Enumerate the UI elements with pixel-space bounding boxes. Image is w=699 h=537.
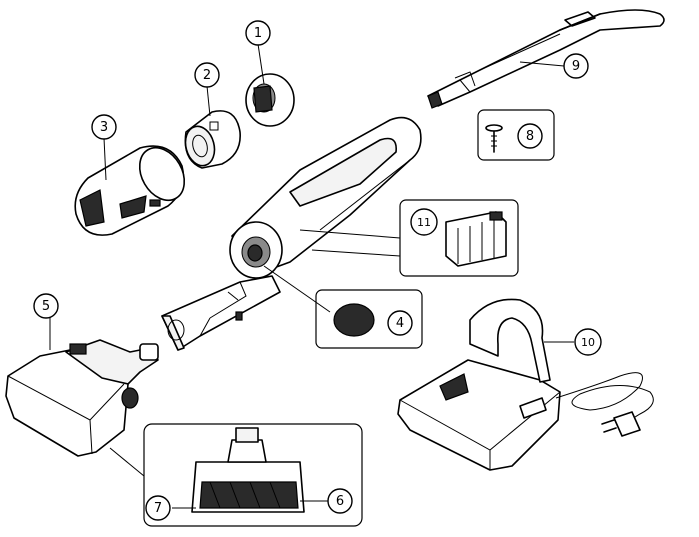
power-nozzle-part bbox=[5, 339, 159, 457]
filter-cap-part bbox=[245, 73, 295, 127]
callout-battery: 11 bbox=[410, 208, 438, 236]
callout-number: 3 bbox=[100, 120, 108, 135]
callout-circle bbox=[410, 208, 438, 236]
callout-sponge-filter: 4 bbox=[387, 310, 413, 336]
callout-number: 2 bbox=[203, 68, 211, 83]
callout-circle bbox=[574, 328, 602, 356]
callout-number: 7 bbox=[154, 501, 162, 516]
callout-number: 4 bbox=[396, 316, 404, 331]
callout-circle bbox=[33, 293, 59, 319]
main-body-part bbox=[229, 116, 422, 279]
callout-number: 6 bbox=[336, 494, 344, 509]
callout-charging-base: 10 bbox=[574, 328, 602, 356]
callout-circle bbox=[145, 495, 171, 521]
callout-number: 5 bbox=[42, 299, 50, 314]
callout-number: 9 bbox=[572, 59, 580, 74]
callout-number: 11 bbox=[417, 216, 431, 229]
callout-screw: 8 bbox=[517, 123, 543, 149]
callout-nozzle-base: 7 bbox=[145, 495, 171, 521]
charging-base-part bbox=[397, 298, 654, 471]
battery-tray-part bbox=[161, 275, 281, 351]
callout-dust-cup: 3 bbox=[91, 114, 117, 140]
callout-circle bbox=[387, 310, 413, 336]
callout-handle: 9 bbox=[563, 53, 589, 79]
callout-brush-roll: 6 bbox=[327, 488, 353, 514]
callout-circle bbox=[91, 114, 117, 140]
callout-filter-holder: 2 bbox=[194, 62, 220, 88]
sponge-detail bbox=[263, 265, 423, 349]
callout-group: 1 2 3 4 5 6 7 8 9 10 11 bbox=[33, 20, 602, 521]
callout-circle bbox=[563, 53, 589, 79]
callout-number: 1 bbox=[254, 26, 262, 41]
handle-part bbox=[427, 9, 665, 109]
callout-circle bbox=[194, 62, 220, 88]
callout-number: 10 bbox=[581, 336, 595, 349]
callout-circle bbox=[517, 123, 543, 149]
filter-holder-part bbox=[184, 110, 241, 169]
callout-circle bbox=[245, 20, 271, 46]
callout-circle bbox=[327, 488, 353, 514]
callout-number: 8 bbox=[526, 129, 534, 144]
dust-cup-part bbox=[74, 145, 186, 236]
callout-filter-cap: 1 bbox=[245, 20, 271, 46]
leader-lines bbox=[49, 43, 574, 509]
callout-power-nozzle: 5 bbox=[33, 293, 59, 319]
